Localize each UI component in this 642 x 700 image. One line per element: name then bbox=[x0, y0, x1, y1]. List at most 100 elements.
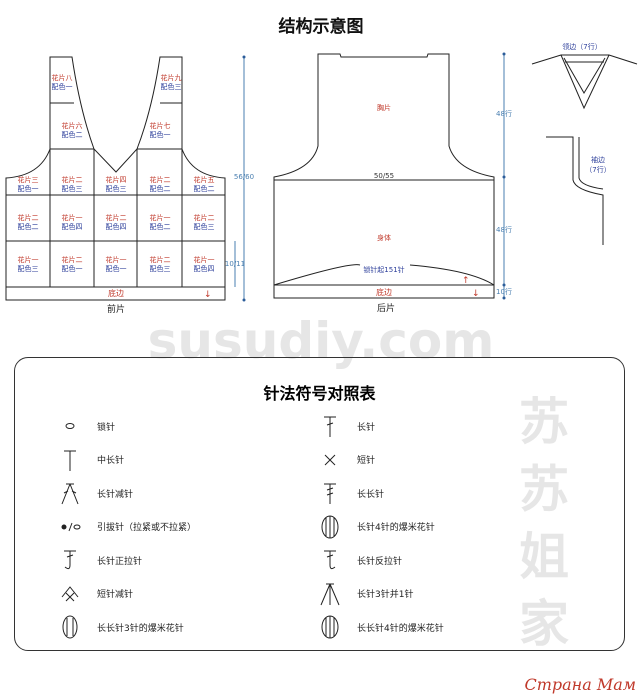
watermark-cn: 苏 苏 姐 家 bbox=[511, 395, 569, 648]
color-label: 配色四 bbox=[106, 222, 127, 231]
color-label: 配色四 bbox=[62, 222, 83, 231]
motif-label: 花片二 bbox=[18, 213, 39, 222]
stitch-legend: 针法符号对照表 锁针 长针中长针 短针长针减针 长长针引拔针（拉紧或不拉紧） 长针4针的… bbox=[14, 357, 625, 651]
back-piece bbox=[273, 53, 495, 299]
color-label: 配色三 bbox=[161, 82, 182, 91]
legend-item-label: 长长针4针的爆米花针 bbox=[357, 623, 444, 634]
motif-label: 花片七 bbox=[150, 121, 171, 130]
up-arrow-icon: ↑ bbox=[462, 276, 470, 286]
motif-label: 花片一 bbox=[194, 255, 215, 264]
color-label: 配色二 bbox=[18, 222, 39, 231]
front-band-dim: 10/11 bbox=[225, 260, 245, 268]
front-height-dim: 56/60 bbox=[234, 173, 254, 181]
color-label: 配色三 bbox=[194, 222, 215, 231]
legend-item-label: 长针 bbox=[357, 422, 376, 433]
legend-item: 长针减针 bbox=[55, 480, 133, 506]
tr3tog-icon bbox=[320, 583, 340, 605]
legend-item: 引拔针（拉紧或不拉紧） bbox=[55, 514, 196, 540]
back-post-icon bbox=[324, 550, 336, 570]
legend-item: 长针3针并1针 bbox=[315, 581, 413, 607]
legend-item: 中长针 bbox=[55, 447, 124, 473]
motif-label: 花片八 bbox=[52, 73, 73, 82]
treble-decrease-icon bbox=[61, 483, 79, 505]
popcorn3-icon bbox=[62, 615, 78, 639]
collar-diagram bbox=[531, 54, 638, 110]
color-label: 配色三 bbox=[62, 184, 83, 193]
color-label: 配色三 bbox=[106, 184, 127, 193]
motif-label: 花片九 bbox=[161, 73, 182, 82]
footer-logo: Страна Мам bbox=[524, 675, 636, 694]
motif-label: 花片一 bbox=[150, 213, 171, 222]
motif-label: 花片二 bbox=[194, 213, 215, 222]
back-bottom-label: 底边 bbox=[376, 287, 392, 297]
front-label: 前片 bbox=[107, 303, 125, 315]
color-label: 配色三 bbox=[150, 264, 171, 273]
double-treble-icon bbox=[324, 483, 336, 504]
page-title: 结构示意图 bbox=[278, 17, 364, 37]
legend-item-label: 短针减针 bbox=[97, 590, 134, 600]
down-arrow-icon: ↓ bbox=[472, 289, 480, 299]
sleeve-diagram bbox=[546, 136, 604, 245]
motif-label: 花片三 bbox=[18, 175, 39, 184]
legend-item: 长针反拉针 bbox=[315, 547, 402, 573]
front-piece bbox=[5, 56, 226, 301]
legend-item: 短针 bbox=[315, 447, 375, 473]
legend-item-label: 长针正拉针 bbox=[97, 556, 143, 567]
color-label: 配色一 bbox=[150, 130, 171, 139]
motif-label: 花片一 bbox=[106, 255, 127, 264]
popcorn-icon bbox=[321, 515, 339, 538]
legend-item-label: 长针4针的爆米花针 bbox=[357, 523, 435, 533]
slip-stitch-icon bbox=[61, 522, 81, 531]
color-label: 配色一 bbox=[52, 82, 73, 91]
motif-label: 花片一 bbox=[62, 213, 83, 222]
rows-band: 10行 bbox=[496, 287, 512, 296]
legend-item-label: 引拔针（拉紧或不拉紧） bbox=[97, 523, 197, 533]
legend-item-label: 长针反拉针 bbox=[357, 556, 403, 567]
legend-item-label: 长针3针并1针 bbox=[357, 590, 414, 600]
color-label: 配色二 bbox=[194, 184, 215, 193]
legend-title: 针法符号对照表 bbox=[263, 384, 376, 403]
front-bottom-label: 底边 bbox=[108, 288, 124, 298]
front-post-icon bbox=[64, 550, 76, 570]
color-label: 配色一 bbox=[18, 184, 39, 193]
legend-item-label: 长长针 bbox=[357, 489, 385, 500]
legend-item-label: 长针减针 bbox=[97, 489, 134, 500]
sleeve-label-1: 袖边 bbox=[591, 155, 605, 164]
legend-item: 长长针3针的爆米花针 bbox=[55, 614, 184, 640]
color-label: 配色三 bbox=[18, 264, 39, 273]
body-label: 身体 bbox=[377, 233, 391, 242]
front-cell-labels: 花片八配色一花片九配色三花片六配色二花片七配色一花片三配色一花片二配色三花片四配… bbox=[18, 73, 215, 273]
motif-label: 花片一 bbox=[18, 255, 39, 264]
color-label: 配色二 bbox=[150, 184, 171, 193]
legend-item: 短针减针 bbox=[55, 581, 133, 607]
legend-item: 长针4针的爆米花针 bbox=[315, 514, 435, 540]
rows-mid: 48行 bbox=[496, 225, 512, 234]
color-label: 配色一 bbox=[106, 264, 127, 273]
sleeve-label-2: （7行） bbox=[585, 165, 610, 174]
motif-label: 花片二 bbox=[106, 213, 127, 222]
legend-item-label: 中长针 bbox=[97, 456, 125, 466]
motif-label: 花片二 bbox=[150, 175, 171, 184]
color-label: 配色二 bbox=[62, 130, 83, 139]
popcorn4-icon bbox=[321, 615, 339, 639]
chest-label: 胸片 bbox=[377, 103, 391, 112]
back-width: 50/55 bbox=[374, 172, 394, 180]
motif-label: 花片四 bbox=[106, 175, 127, 184]
legend-item-label: 短针 bbox=[357, 456, 376, 466]
rows-top: 48行 bbox=[496, 109, 512, 118]
color-label: 配色二 bbox=[150, 222, 171, 231]
back-label: 后片 bbox=[377, 302, 395, 314]
color-label: 配色一 bbox=[62, 264, 83, 273]
motif-label: 花片六 bbox=[62, 121, 83, 130]
chain-icon bbox=[65, 423, 75, 429]
treble-icon bbox=[324, 416, 336, 437]
legend-item-label: 锁针 bbox=[97, 422, 116, 433]
color-label: 配色四 bbox=[194, 264, 215, 273]
legend-item: 长长针 bbox=[315, 480, 384, 506]
legend-item: 锁针 bbox=[55, 413, 115, 439]
legend-item: 长长针4针的爆米花针 bbox=[315, 614, 444, 640]
down-arrow-icon: ↓ bbox=[204, 290, 212, 300]
motif-label: 花片二 bbox=[62, 255, 83, 264]
collar-label: 领边（7行） bbox=[562, 42, 601, 51]
